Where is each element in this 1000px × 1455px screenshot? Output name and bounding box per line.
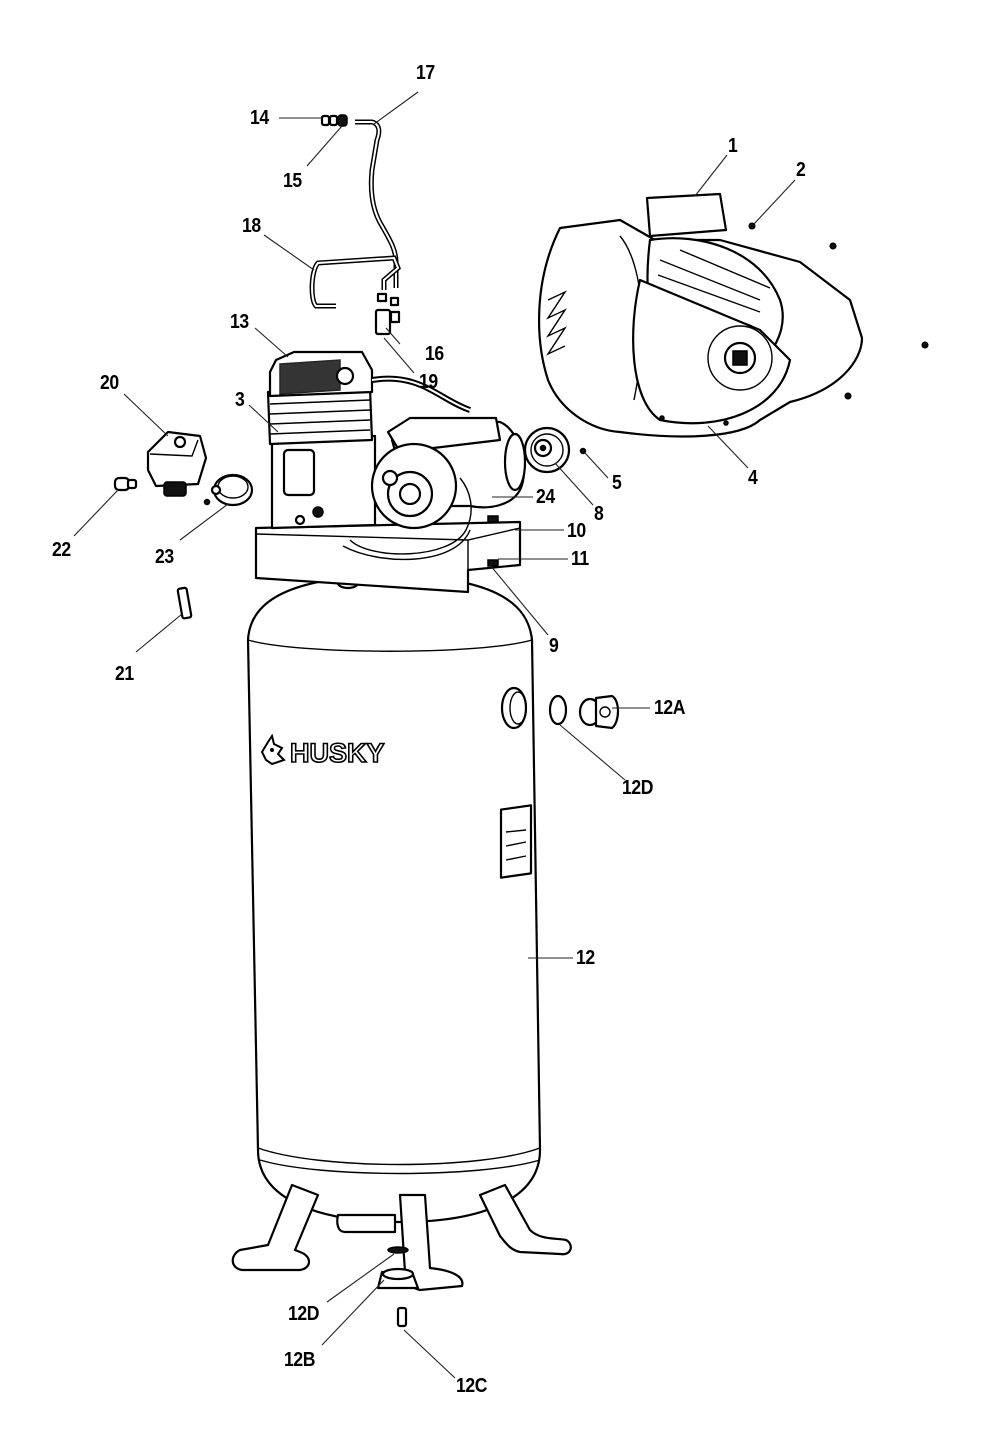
callout-8: 8 xyxy=(594,503,604,525)
pressure-switch xyxy=(146,430,208,497)
callout-19: 19 xyxy=(419,371,438,393)
nipple xyxy=(176,586,193,620)
callout-3: 3 xyxy=(235,389,245,411)
motor-pulley xyxy=(523,426,587,474)
leader-lines xyxy=(73,91,796,1379)
callout-13: 13 xyxy=(230,311,249,333)
brand-logo-text: HUSKY xyxy=(289,737,385,769)
callout-11: 11 xyxy=(571,548,589,570)
callout-24: 24 xyxy=(536,486,555,508)
air-tank xyxy=(246,572,542,1224)
callout-23: 23 xyxy=(155,546,174,568)
callout-5: 5 xyxy=(612,472,622,494)
callout-12d-side: 12D xyxy=(622,777,653,799)
callout-12: 12 xyxy=(576,947,595,969)
discharge-tubes xyxy=(309,114,401,336)
safety-valve xyxy=(113,476,138,492)
mounting-bracket xyxy=(254,520,522,594)
callout-17: 17 xyxy=(416,62,435,84)
callout-10: 10 xyxy=(567,520,586,542)
callout-21: 21 xyxy=(115,663,134,685)
drain-parts xyxy=(376,1246,420,1328)
callout-12b: 12B xyxy=(284,1349,315,1371)
side-port-parts xyxy=(548,694,620,730)
callout-18: 18 xyxy=(242,215,261,237)
callout-22: 22 xyxy=(52,539,71,561)
pressure-gauge xyxy=(203,473,254,507)
tank-legs xyxy=(231,1183,572,1292)
callout-4: 4 xyxy=(748,467,758,489)
callout-1: 1 xyxy=(728,135,738,157)
callout-12d-bottom: 12D xyxy=(288,1303,319,1325)
callout-20: 20 xyxy=(100,372,119,394)
callout-16: 16 xyxy=(425,343,444,365)
pump-assembly xyxy=(266,350,472,530)
belt-guard xyxy=(538,192,929,438)
callout-12c: 12C xyxy=(456,1375,487,1397)
callout-14: 14 xyxy=(250,107,269,129)
callout-15: 15 xyxy=(283,170,302,192)
callout-2: 2 xyxy=(796,159,806,181)
callout-12a: 12A xyxy=(654,697,685,719)
husky-logo-icon xyxy=(260,734,286,766)
callout-9: 9 xyxy=(549,635,559,657)
motor xyxy=(342,416,527,567)
